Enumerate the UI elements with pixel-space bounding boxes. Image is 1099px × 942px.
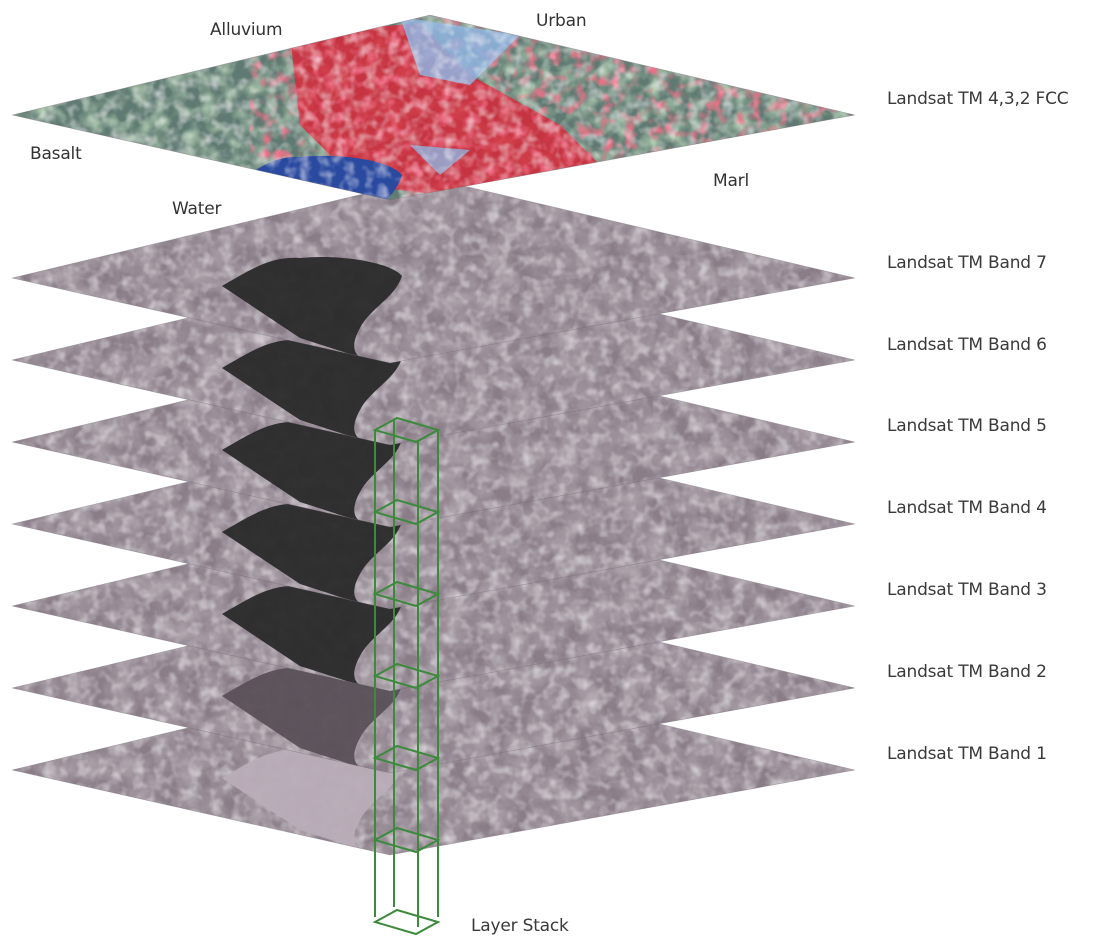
stack-cell	[372, 662, 441, 690]
region-label-alluvium: Alluvium	[210, 20, 283, 40]
region-label-water: Water	[172, 199, 222, 219]
layer-label-band-2: Landsat TM Band 2	[887, 662, 1047, 682]
stack-cell	[372, 416, 441, 444]
region-label-marl: Marl	[713, 171, 749, 191]
layer-stack-label: Layer Stack	[471, 916, 569, 936]
layer-label-fcc: Landsat TM 4,3,2 FCC	[887, 89, 1069, 109]
stack-cell	[372, 908, 441, 936]
region-label-urban: Urban	[536, 11, 587, 31]
stack-cell	[372, 580, 441, 608]
stack-cell	[372, 498, 441, 526]
layer-stack-column	[372, 416, 441, 936]
stack-cell	[372, 826, 441, 854]
layer-label-band-1: Landsat TM Band 1	[887, 744, 1047, 764]
layer-label-band-3: Landsat TM Band 3	[887, 580, 1047, 600]
stack-cell	[372, 744, 441, 772]
layer-label-band-7: Landsat TM Band 7	[887, 253, 1047, 273]
layer-label-band-6: Landsat TM Band 6	[887, 335, 1047, 355]
layer-label-band-4: Landsat TM Band 4	[887, 498, 1047, 518]
region-label-basalt: Basalt	[30, 144, 82, 164]
layers-group	[11, 14, 856, 856]
layer-label-band-5: Landsat TM Band 5	[887, 416, 1047, 436]
